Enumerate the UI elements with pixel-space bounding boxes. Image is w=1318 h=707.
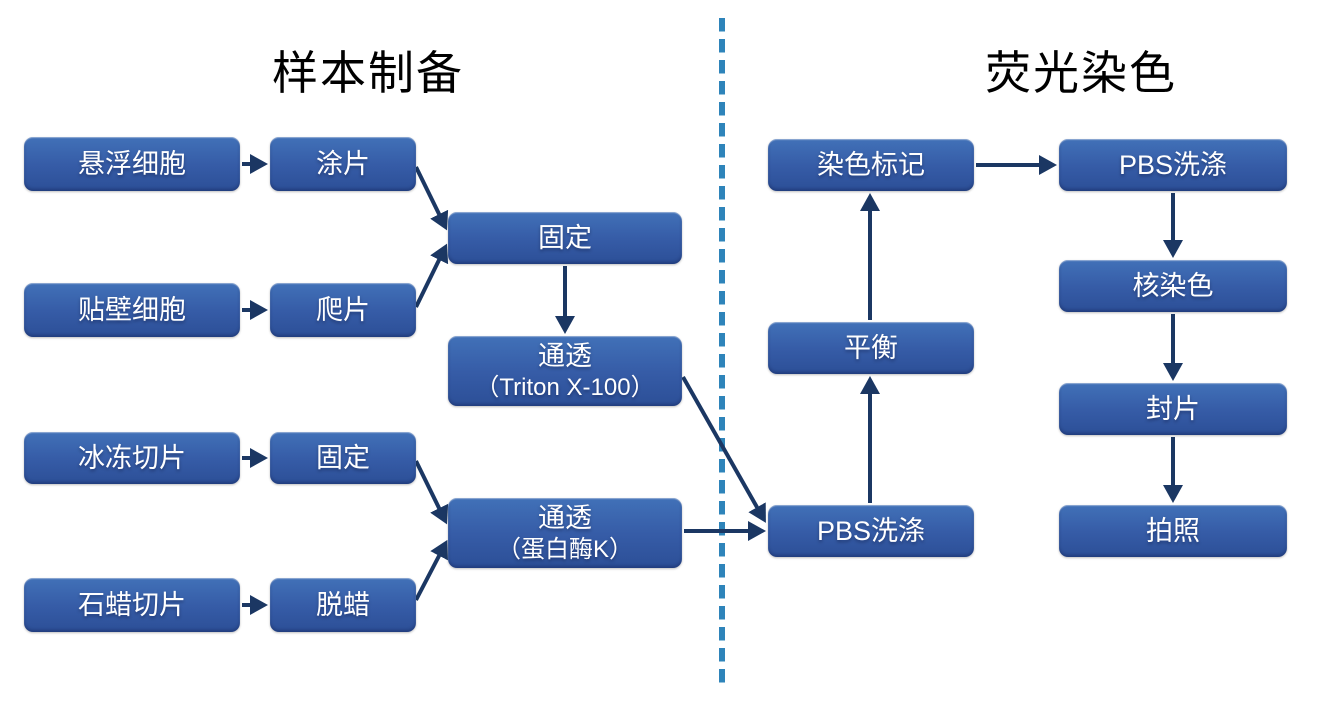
node-label: 通透 [538,502,592,533]
node-coverslip: 爬片 [270,283,416,337]
node-label: 贴壁细胞 [78,294,186,325]
node-label: 封片 [1146,393,1200,424]
node-label: 固定 [538,222,592,253]
node-smear: 涂片 [270,137,416,191]
node-sublabel: （Triton X-100） [475,373,655,401]
node-label: 核染色 [1132,270,1214,301]
node-label: 拍照 [1146,515,1200,546]
arrow-fixation2-to-proteinase [414,460,449,525]
node-label: 爬片 [316,294,370,325]
node-label: 冰冻切片 [78,442,186,473]
node-label: 固定 [316,442,370,473]
arrow-dewaxing-to-proteinase [414,539,448,601]
node-label: 通透 [538,340,592,371]
node-label: 染色标记 [817,149,925,180]
node-pbs-wash-2: PBS洗涤 [1059,139,1287,191]
node-dewaxing: 脱蜡 [270,578,416,632]
node-equilibration: 平衡 [768,322,974,374]
section-title-fluorescence-staining: 荧光染色 [985,47,1177,99]
section-title-sample-preparation: 样本制备 [272,47,464,99]
node-label: 石蜡切片 [78,589,186,620]
node-fixation-2: 固定 [270,432,416,484]
node-label: PBS洗涤 [816,515,926,546]
node-mounting: 封片 [1059,383,1287,435]
node-fixation-1: 固定 [448,212,682,264]
node-permeabilization-triton: 通透 （Triton X-100） [448,336,682,406]
node-label: 悬浮细胞 [78,148,186,179]
node-adherent-cells: 贴壁细胞 [24,283,240,337]
arrow-smear-to-fixation1 [414,166,449,231]
node-suspension-cells: 悬浮细胞 [24,137,240,191]
arrow-coverslip-to-fixation1 [414,243,449,308]
node-pbs-wash-1: PBS洗涤 [768,505,974,557]
node-permeabilization-proteinase-k: 通透 （蛋白酶K） [448,498,682,568]
node-label: 涂片 [316,148,370,179]
node-label: PBS洗涤 [1118,149,1228,180]
node-staining-labeling: 染色标记 [768,139,974,191]
node-frozen-section: 冰冻切片 [24,432,240,484]
arrow-triton-to-pbswash1 [681,376,766,523]
node-sublabel: （蛋白酶K） [496,535,633,563]
node-label: 脱蜡 [316,589,370,620]
node-label: 平衡 [844,332,898,363]
node-photography: 拍照 [1059,505,1287,557]
node-nuclear-staining: 核染色 [1059,260,1287,312]
node-paraffin-section: 石蜡切片 [24,578,240,632]
